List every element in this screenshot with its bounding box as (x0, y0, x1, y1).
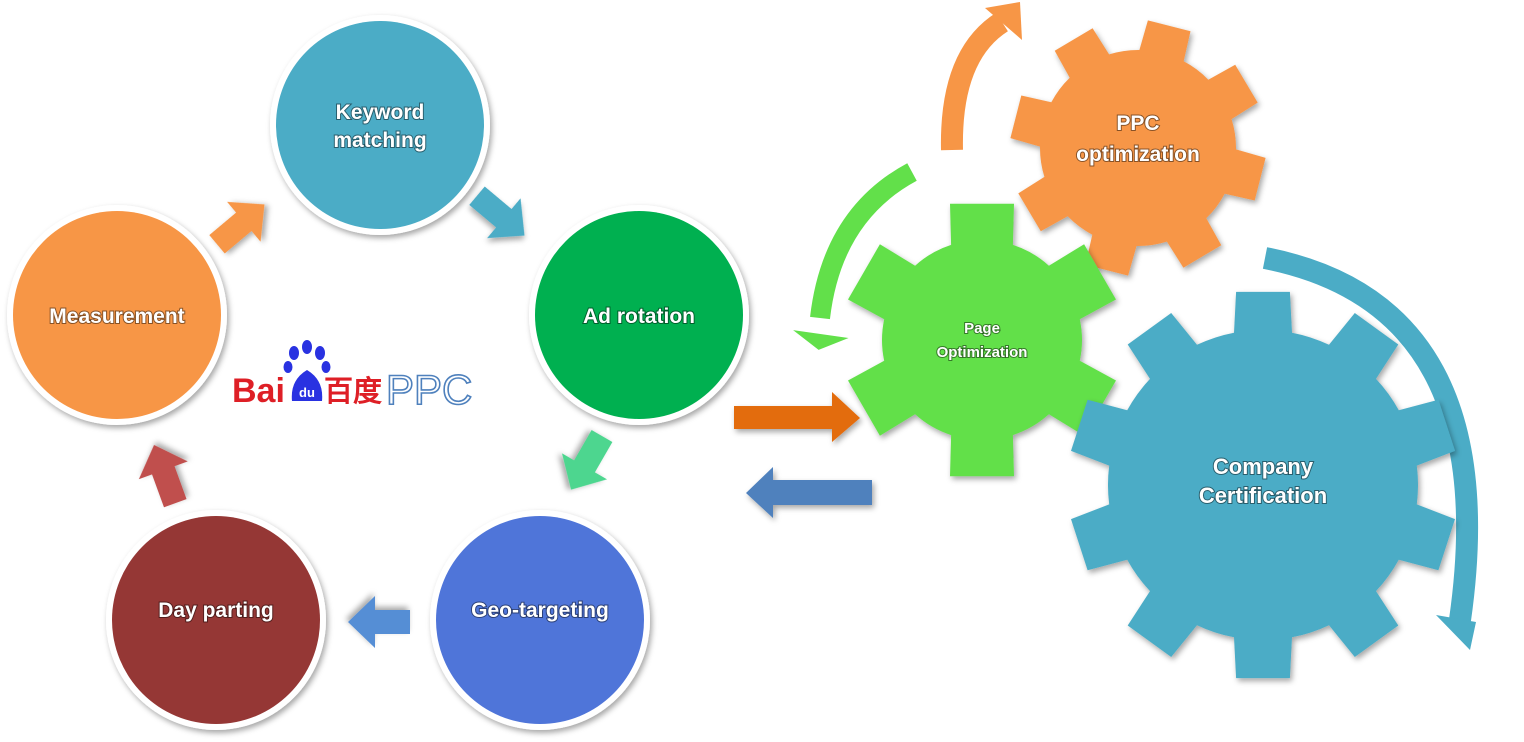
svg-text:Optimization: Optimization (937, 344, 1028, 361)
cycle-node-ad-rotation: Ad rotation (529, 205, 749, 425)
company-certification-label-line2: Certification (1199, 483, 1327, 508)
cycle-arrow-measurement-to-keyword (209, 201, 265, 254)
forward-arrow (734, 392, 860, 442)
day-parting-label: Day parting (158, 599, 274, 622)
cycle-arrow-ad-rotation-to-geo (561, 430, 613, 490)
ppc-optimization-label-line2: optimization (1076, 143, 1200, 166)
svg-text:Geo-targeting: Geo-targeting (471, 599, 609, 622)
back-arrow (746, 467, 872, 518)
svg-text:Keyword: Keyword (336, 101, 425, 124)
logo-brand-chinese: 百度 (324, 374, 382, 408)
cycle-node-day-parting: Day parting (106, 510, 326, 730)
baidu-ppc-logo: Bai du 百度 PPC (232, 340, 473, 414)
keyword-matching-label-line2: matching (333, 129, 426, 152)
logo-brand-latin: Bai (232, 372, 285, 410)
logo-paw-text: du (299, 385, 315, 400)
geo-targeting-label: Geo-targeting (471, 599, 609, 622)
gear-company-certification: Company Certification (1071, 291, 1455, 679)
keyword-matching-label-line1: Keyword (336, 101, 425, 124)
cycle-arrow-day-parting-to-measurement (138, 444, 188, 508)
svg-text:Bai: Bai (232, 372, 285, 410)
svg-text:Company: Company (1213, 454, 1314, 479)
curved-arrow-ppc-gear (940, 2, 1022, 151)
ad-rotation-label: Ad rotation (583, 305, 695, 328)
svg-text:PPC: PPC (386, 366, 472, 413)
cycle-arrow-geo-to-day-parting (348, 596, 410, 648)
cycle-node-measurement: Measurement (7, 205, 227, 425)
svg-text:Page: Page (964, 320, 1000, 337)
svg-text:du: du (299, 385, 315, 400)
company-certification-label-line1: Company (1213, 454, 1314, 479)
ppc-optimization-label-line1: PPC (1116, 112, 1159, 135)
cycle-node-geo-targeting: Geo-targeting (430, 510, 650, 730)
svg-text:PPC: PPC (1116, 112, 1159, 135)
curved-arrow-company-gear (1262, 247, 1479, 650)
svg-text:Certification: Certification (1199, 483, 1327, 508)
measurement-label: Measurement (49, 305, 184, 328)
baidu-paw-icon: du (283, 340, 331, 401)
gear-page-optimization: Page Optimization (848, 203, 1116, 477)
svg-text:Measurement: Measurement (49, 305, 184, 328)
curved-arrow-page-gear (793, 163, 917, 350)
svg-text:Day parting: Day parting (158, 599, 274, 622)
page-optimization-label-line1: Page (964, 320, 1000, 337)
svg-text:Ad rotation: Ad rotation (583, 305, 695, 328)
cycle-node-keyword-matching: Keyword matching (270, 15, 490, 235)
gear-ppc-optimization: PPC optimization (1010, 20, 1266, 276)
page-optimization-label-line2: Optimization (937, 344, 1028, 361)
svg-text:optimization: optimization (1076, 143, 1200, 166)
cycle-arrow-keyword-to-ad-rotation (469, 186, 525, 239)
svg-text:matching: matching (333, 129, 426, 152)
logo-product: PPC (386, 366, 472, 413)
svg-text:百度: 百度 (324, 374, 382, 408)
